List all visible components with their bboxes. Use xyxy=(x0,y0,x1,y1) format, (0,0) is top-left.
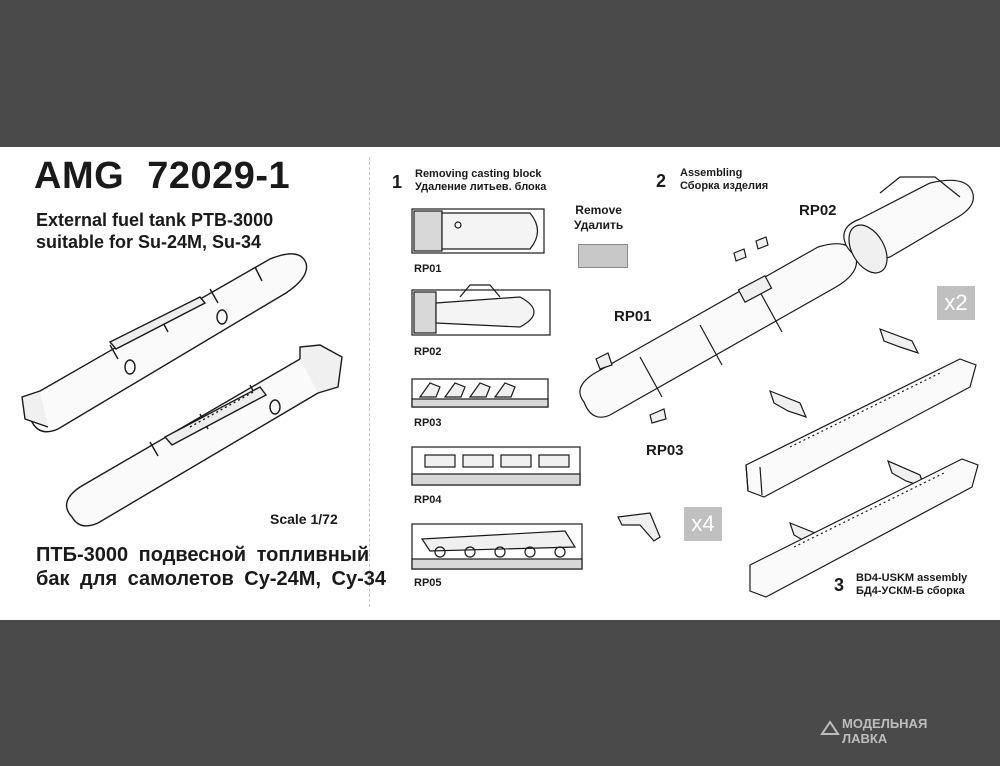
part-label-rp02: RP02 xyxy=(414,346,442,358)
multiplier-x4-badge: x4 xyxy=(684,507,722,541)
ru-line-1: ПТБ-3000 подвесной топливный xyxy=(36,544,370,566)
part-label-rp05: RP05 xyxy=(414,577,442,589)
scale-label: Scale 1/72 xyxy=(270,511,338,527)
step-3-ru: БД4-УСКМ-Б сборка xyxy=(856,585,965,597)
step-2-text: Assembling Сборка изделия xyxy=(680,167,768,193)
step-2-number: 2 xyxy=(656,171,667,191)
assembly-label-rp03: RP03 xyxy=(646,442,684,459)
step-1-en: Removing casting block xyxy=(415,168,542,180)
assembly-label-rp01: RP01 xyxy=(614,308,652,325)
section-divider xyxy=(369,157,370,607)
remove-en: Remove xyxy=(575,203,622,217)
remove-color-swatch xyxy=(578,244,628,268)
remove-ru: Удалить xyxy=(574,218,624,232)
russian-description: ПТБ-3000 подвесной топливный бак для сам… xyxy=(36,543,386,591)
watermark-line-1: МОДЕЛЬНАЯ xyxy=(842,716,928,731)
step-1-text: Removing casting block Удаление литьев. … xyxy=(415,168,546,194)
watermark: МОДЕЛЬНАЯ ЛАВКА xyxy=(842,716,927,746)
watermark-line-2: ЛАВКА xyxy=(842,731,888,746)
step-2-en: Assembling xyxy=(680,167,743,179)
assembly-label-rp02: RP02 xyxy=(799,202,837,219)
step-3-number: 3 xyxy=(834,575,845,595)
part-label-rp04: RP04 xyxy=(414,494,442,506)
step-3-en: BD4-USKM assembly xyxy=(856,572,968,584)
subtitle-line-2: suitable for Su-24M, Su-34 xyxy=(36,232,262,252)
multiplier-x2-badge: x2 xyxy=(937,286,975,320)
step-1-number: 1 xyxy=(392,172,403,192)
part-label-rp03: RP03 xyxy=(414,417,442,429)
remove-legend-text: Remove Удалить xyxy=(574,203,623,233)
product-title: AMG 72029-1 xyxy=(34,155,291,197)
product-subtitle: External fuel tank PTB-3000 suitable for… xyxy=(36,209,273,253)
parts-illustration xyxy=(411,176,979,598)
fuel-tank-illustration xyxy=(21,253,343,527)
subtitle-line-1: External fuel tank PTB-3000 xyxy=(36,210,274,230)
step-2-ru: Сборка изделия xyxy=(680,180,769,192)
instruction-sheet: AMG 72029-1 External fuel tank PTB-3000 … xyxy=(0,147,1000,620)
watermark-logo-icon xyxy=(820,720,840,735)
step-1-ru: Удаление литьев. блока xyxy=(415,181,547,193)
part-label-rp01: RP01 xyxy=(414,263,442,275)
step-3-text: BD4-USKM assembly БД4-УСКМ-Б сборка xyxy=(856,572,967,598)
ru-line-2: бак для самолетов Су-24М, Су-34 xyxy=(36,568,387,590)
